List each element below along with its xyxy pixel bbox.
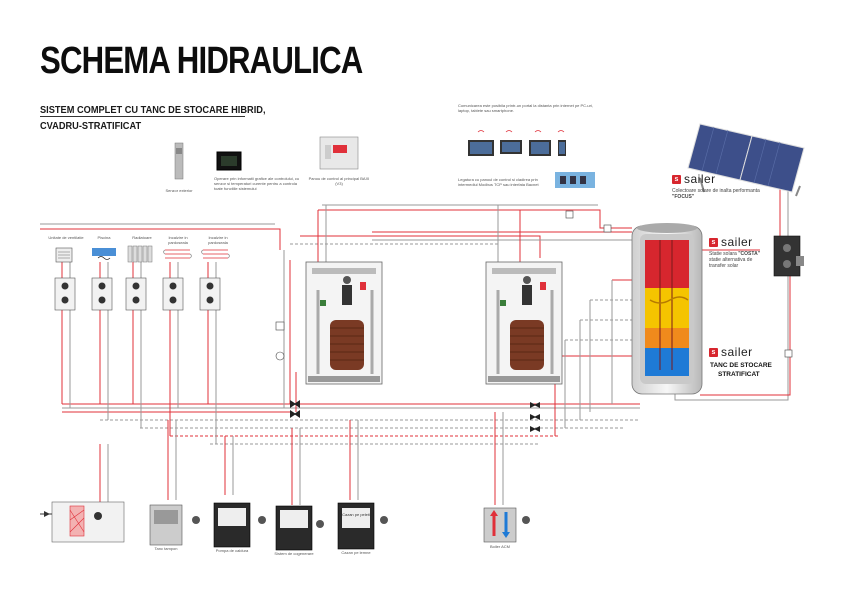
sailer-logo-icon: s — [709, 237, 718, 247]
bottom-unit-label-6: Boiler ACM — [489, 544, 510, 549]
heat-exchanger-unit — [40, 501, 125, 543]
pump-group-2 — [91, 277, 113, 311]
bottom-unit-label-3: Sistem de cogenerare — [274, 551, 314, 556]
bottom-unit-label-5: Cazan pe peleti — [342, 512, 370, 517]
sailer-logo-station: s sailer — [709, 235, 753, 249]
display-device-icon — [216, 151, 242, 171]
solar-station — [773, 235, 804, 277]
cogeneration-unit — [275, 505, 324, 551]
wood-boiler-unit — [337, 502, 388, 550]
pump-groups — [54, 277, 221, 311]
control-panel-icon — [319, 136, 359, 170]
sensor-device-icon — [174, 142, 184, 180]
heat-pump-unit — [213, 502, 266, 548]
bottom-unit-label-1: Tanc tampon — [154, 546, 178, 551]
solar-collectors — [687, 123, 805, 197]
station-text: Statie solara — [709, 251, 737, 257]
pump-group-4 — [162, 277, 184, 311]
consumer-label-2: Piscina — [97, 235, 111, 240]
collectors-description: Colectoare solare de inalta performanta … — [672, 188, 782, 200]
pool-icon — [92, 248, 116, 256]
dhw-boiler-unit — [483, 507, 530, 543]
pump-group-1 — [54, 277, 76, 311]
bms-label: Legatura cu panoul de control si cladire… — [458, 177, 539, 187]
pipe-network — [40, 185, 795, 515]
sailer-brand-text: sailer — [684, 172, 716, 186]
sailer-brand-text: sailer — [721, 345, 753, 359]
boiler-module-1 — [305, 261, 383, 385]
pump-group-3 — [125, 277, 147, 311]
bottom-unit-label-2: Pompa de caldura — [215, 548, 249, 553]
sailer-logo-collectors: s sailer — [672, 172, 716, 186]
radiator-icon — [127, 245, 153, 263]
buffer-tank-unit — [149, 504, 200, 546]
bms-network-icon — [555, 172, 595, 188]
collectors-text: Colectoare solare de inalta performanta — [672, 188, 760, 194]
station-model: "COSTA" — [738, 251, 761, 257]
collectors-model: "FOCUS" — [672, 194, 695, 200]
subtitle-divider — [40, 116, 245, 117]
consumer-icons — [55, 245, 230, 263]
boiler-module-2 — [485, 261, 563, 385]
sailer-logo-icon: s — [672, 174, 681, 184]
remote-devices-icons — [468, 130, 566, 156]
station-description: Statie solara "COSTA" statie alternativa… — [709, 251, 769, 269]
sensor-label: Senzor exterior — [165, 188, 193, 193]
display-label: Operare prin informatii grafice ale cont… — [214, 176, 300, 191]
consumer-label-1: Unitate de ventilatie — [48, 235, 84, 240]
tank-label-line-2: STRATIFICAT — [718, 371, 760, 378]
floor-heating-icon-1 — [163, 249, 192, 259]
page-title: SCHEMA HIDRAULICA — [40, 40, 363, 82]
sensor-markers — [275, 210, 793, 361]
sailer-brand-text: sailer — [721, 235, 753, 249]
remote-portal-label: Comunicarea este posibila printr-un port… — [458, 103, 593, 113]
sailer-logo-icon: s — [709, 347, 718, 357]
storage-tank — [631, 223, 703, 395]
floor-heating-icon-2 — [201, 249, 230, 259]
subtitle-line-1: SISTEM COMPLET CU TANC DE STOCARE HIBRID… — [40, 104, 266, 116]
control-panel-label: Panou de control al principal BAXI (V3) — [308, 176, 370, 186]
pump-group-5 — [199, 277, 221, 311]
valve-cluster — [290, 400, 540, 432]
tank-label-line-1: TANC DE STOCARE — [710, 362, 772, 369]
bottom-unit-label-4: Cazan pe lemne — [341, 550, 371, 555]
subtitle-line-2: CVADRU-STRATIFICAT — [40, 120, 142, 132]
consumer-label-5: Incalzire in pardoseala — [208, 235, 228, 245]
consumer-label-3: Radiatoare — [132, 235, 152, 240]
station-text-2: statie alternativa de transfer solar — [709, 257, 753, 269]
sailer-logo-tank: s sailer — [709, 345, 753, 359]
consumer-label-4: Incalzire in pardoseala — [168, 235, 188, 245]
